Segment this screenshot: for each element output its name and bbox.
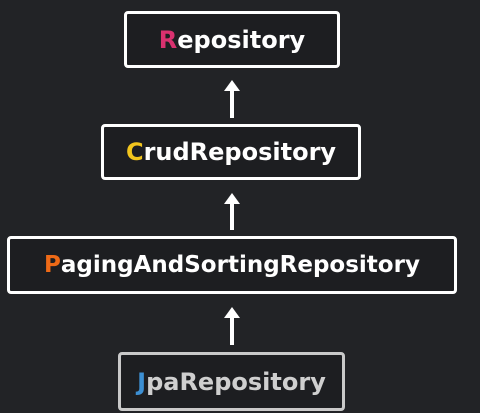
paging-and-sorting-repository-initial: P <box>44 252 61 278</box>
jpa-repository-initial: J <box>137 367 147 396</box>
arrow-shaft <box>230 316 234 345</box>
repository-initial: R <box>158 25 178 54</box>
crud-repository-label: rudRepository <box>143 138 337 166</box>
arrow-shaft <box>230 202 234 230</box>
arrow-head <box>224 307 240 318</box>
paging-and-sorting-repository-label: agingAndSortingRepository <box>60 252 420 278</box>
crud-repository-initial: C <box>125 138 144 166</box>
arrow-shaft <box>230 89 234 118</box>
arrow-up-icon <box>224 307 240 345</box>
arrow-head <box>224 80 240 91</box>
arrow-up-icon <box>224 80 240 118</box>
jpa-repository-label: paRepository <box>146 367 326 396</box>
arrow-up-icon <box>224 193 240 230</box>
arrow-head <box>224 193 240 204</box>
repository-label: epository <box>177 25 306 54</box>
